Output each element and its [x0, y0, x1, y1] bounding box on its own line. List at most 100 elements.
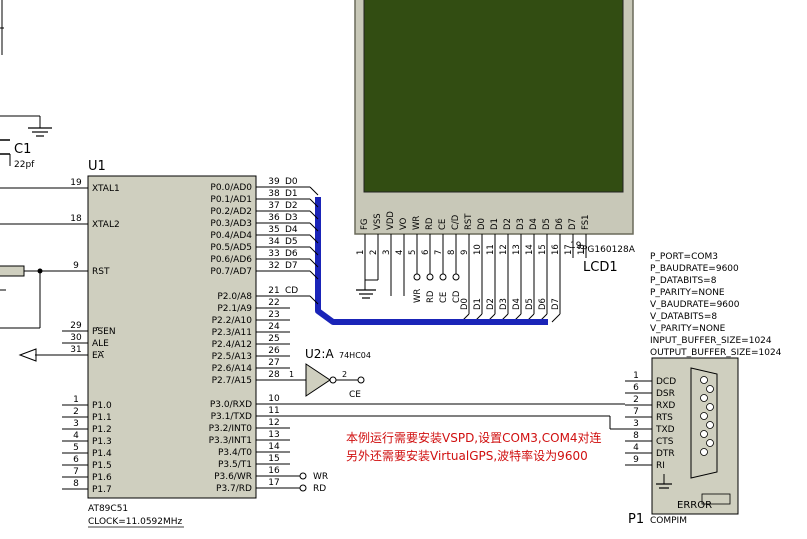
port-prop-0: P_PORT=COM3: [650, 252, 718, 262]
u1-pin-num-38: 38: [268, 189, 280, 199]
u1-left-pins: 19XTAL118XTAL29RST29PSEN30ALE31EA1P1.02P…: [62, 178, 120, 495]
lcd-screen: [363, 0, 624, 193]
u2-ref: U2:A: [305, 347, 334, 361]
p1-pin-name-cts: CTS: [656, 437, 674, 447]
u1-terminal-label-WR: WR: [313, 472, 328, 482]
lcd-data-label-D1: D1: [473, 298, 483, 310]
u1-body: [87, 175, 257, 499]
u1-pin-name-5: P1.4: [92, 449, 112, 459]
lcd-pin-num-10: 10: [473, 244, 483, 255]
lcd-pin-num-7: 7: [434, 250, 444, 255]
lcd-bus-entry-D7: [551, 313, 561, 323]
lcd-pin-name-11: D1: [490, 218, 500, 230]
lcd-terminal-ce[interactable]: [439, 273, 447, 281]
u1-pin-name-11: P3.1/TXD: [211, 412, 252, 422]
lcd-pin-num-14: 14: [525, 244, 535, 255]
u1-pin-name-39: P0.0/AD0: [210, 183, 252, 193]
p1-pin-num-7: 7: [633, 407, 639, 417]
bus-entry-D6: [309, 258, 319, 268]
note-line-1: 本例运行需要安装VSPD,设置COM3,COM4对连: [346, 430, 602, 445]
u1-pin-num-39: 39: [268, 177, 280, 187]
u1-pin-name-2: P1.1: [92, 413, 112, 423]
u1-pin-name-32: P0.7/AD7: [210, 267, 252, 277]
u1-pin-name-1: P1.0: [92, 401, 112, 411]
bus-entry-D2: [309, 210, 319, 220]
u1-pin-name-4: P1.3: [92, 437, 112, 447]
lcd-pin-name-18: FS1: [581, 214, 591, 230]
p1-pin-name-dsr: DSR: [656, 389, 675, 399]
u1-pin-name-16: P3.6/WR: [214, 472, 252, 482]
u1-chip[interactable]: [87, 175, 257, 499]
lcd-pin-name-14: D4: [529, 218, 539, 230]
u1-pin-name-10: P3.0/RXD: [210, 400, 252, 410]
lcd-pin-name-6: RD: [425, 217, 435, 230]
lcd-module[interactable]: [354, 0, 634, 235]
db9-pin-hole: [706, 421, 714, 429]
u1-net-label-D6: D6: [285, 249, 298, 259]
lcd-pin-num-12: 12: [499, 244, 509, 255]
lcd-pin-name-16: D6: [555, 218, 565, 230]
c1-ref: C1: [14, 142, 31, 157]
u1-pin-num-35: 35: [268, 225, 279, 235]
u1-pin-num-32: 32: [268, 261, 279, 271]
u1-pin-name-19: XTAL1: [92, 184, 120, 194]
u2-inverter[interactable]: [290, 363, 365, 397]
lcd-part: PG160128A: [582, 245, 636, 255]
terminal-wr[interactable]: [299, 472, 307, 480]
db9-pin-hole: [706, 439, 714, 447]
p1-compim[interactable]: [651, 357, 739, 515]
port-prop-1: P_BAUDRATE=9600: [650, 264, 739, 274]
lcd-pin-num-11: 11: [486, 244, 496, 255]
u1-pin-num-31: 31: [70, 345, 81, 355]
u1-terminal-label-RD: RD: [313, 484, 326, 494]
p1-pin-name-dcd: DCD: [656, 377, 676, 387]
u1-ref: U1: [88, 159, 106, 174]
u1-pin-name-12: P3.2/INT0: [209, 424, 253, 434]
u2-out-pin: 2: [342, 370, 347, 379]
u1-pin-name-17: P3.7/RD: [216, 484, 252, 494]
u2-part: 74HC04: [339, 351, 371, 360]
lcd-pin-name-17: D7: [568, 218, 578, 230]
db9-pin-hole: [706, 403, 714, 411]
u1-net-label-D4: D4: [285, 225, 298, 235]
u1-pin-num-3: 3: [73, 419, 79, 429]
db9-pin-hole: [700, 376, 708, 384]
db9-pin-hole: [700, 412, 708, 420]
port-prop-8: OUTPUT_BUFFER_SIZE=1024: [650, 348, 782, 358]
lcd-data-label-D5: D5: [525, 298, 535, 310]
db9-pin-hole: [706, 385, 714, 393]
u1-pin-num-36: 36: [268, 213, 280, 223]
db9-pin-hole: [700, 448, 708, 456]
u1-pin-num-17: 17: [268, 478, 279, 488]
lcd-terminal-cd[interactable]: [452, 273, 460, 281]
note-line-2: 另外还需要安装VirtualGPS,波特率设为9600: [346, 448, 588, 463]
u1-pin-name-34: P0.5/AD5: [210, 243, 252, 253]
terminal-rd[interactable]: [299, 484, 307, 492]
lcd-pin-name-12: D2: [503, 218, 513, 230]
lcd-pin-name-4: VO: [399, 217, 409, 230]
lcd-pin-num-1: 1: [356, 250, 366, 255]
lcd-data-label-D3: D3: [499, 298, 509, 310]
lcd-ground: [356, 258, 405, 299]
lcd-terminal-wr[interactable]: [413, 273, 421, 281]
u1-pin-num-10: 10: [268, 394, 280, 404]
lcd-terminal-rd[interactable]: [426, 273, 434, 281]
u1-pin-name-26: P2.5/A13: [212, 352, 252, 362]
u1-pin-num-37: 37: [268, 201, 279, 211]
p1-pin-name-rxd: RXD: [656, 401, 675, 411]
u1-pin-name-31: EA: [92, 351, 105, 361]
u1-net-label-D5: D5: [285, 237, 298, 247]
u1-pin-name-37: P0.2/AD2: [210, 207, 252, 217]
u1-pin-num-29: 29: [70, 321, 82, 331]
p1-pin-num-3: 3: [633, 419, 639, 429]
u1-pin-name-14: P3.4/T0: [218, 448, 252, 458]
bus-entry-D4: [309, 234, 319, 244]
port-prop-5: V_DATABITS=8: [650, 312, 717, 322]
p1-part: COMPIM: [650, 516, 687, 526]
lcd-pin-name-8: C/D: [451, 214, 461, 230]
port-prop-3: P_PARITY=NONE: [650, 288, 725, 298]
u1-part: AT89C51: [88, 504, 128, 514]
data-bus: [315, 197, 548, 325]
